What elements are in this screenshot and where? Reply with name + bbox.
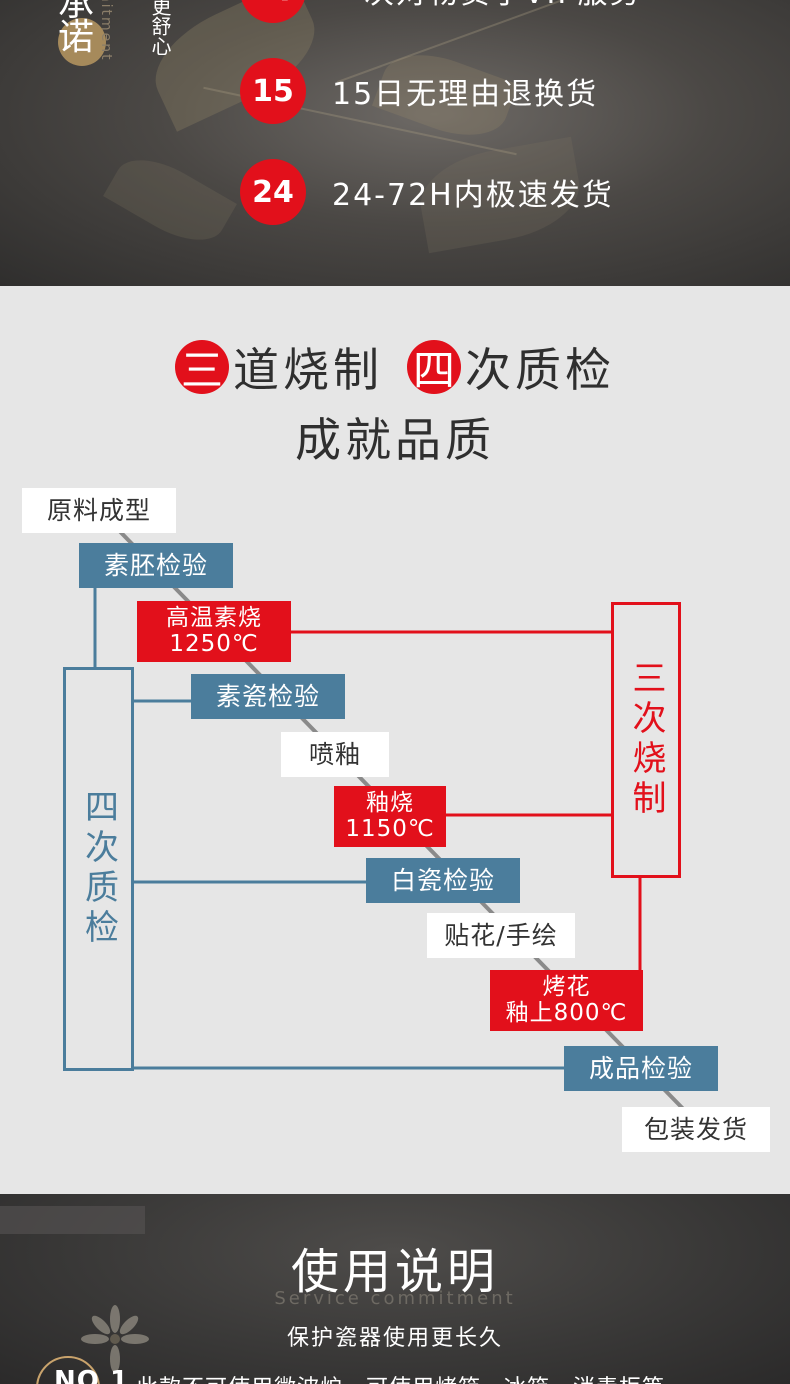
usage-en-subtitle: Service commitment [274,1288,516,1309]
decor-flower-icon [81,1305,149,1373]
decor-bar [0,1206,145,1234]
service-item-return: 15 15日无理由退换货 [240,58,598,124]
promise-vertical-text: 更舒心 [148,0,172,56]
four-inspections-label: 四次质检 [78,789,119,949]
service-badge: 15 [240,58,306,124]
service-promise-section: 承 诺 mitment 更舒心 VIP 一次对物贵子VIP服务 15 15日无理… [0,0,790,286]
service-badge: 24 [240,159,306,225]
step-porcelain-inspection: 素瓷检验 [191,674,345,719]
title-badge-three: 三 [175,340,229,395]
promise-seal [58,18,106,66]
step-glaze-spray: 喷釉 [281,732,389,777]
usage-title: 使用说明 [290,1244,499,1300]
promise-char: 诺 [58,17,95,58]
service-badge: VIP [240,0,306,23]
usage-section: 使用说明 Service commitment 保护瓷器使用更长久 NO.1 此… [0,1194,790,1384]
service-text: 24-72H内极速发货 [332,178,614,213]
step-bisque-inspection: 素胚检验 [79,543,233,588]
three-firings-frame: 三次烧制 [611,602,681,878]
title-part-firing: 道烧制 [233,343,383,397]
step-decal-painting: 贴花/手绘 [427,913,575,958]
service-item-shipping: 24 24-72H内极速发货 [240,159,614,225]
service-text: 一次对物贵子VIP服务 [332,0,641,12]
usage-number-label: NO.1 [54,1366,130,1384]
step-final-inspection: 成品检验 [564,1046,718,1091]
service-text: 15日无理由退换货 [332,77,599,112]
decor-leaf [103,144,237,256]
process-title: 三 道烧制 四 次质检 [0,334,790,400]
title-part-inspection: 次质检 [465,343,615,397]
usage-subtitle: 保护瓷器使用更长久 [286,1326,503,1351]
usage-note-text: 此款不可使用微波炉，可使用烤箱、冰箱、消毒柜等 [136,1370,665,1384]
four-inspections-frame: 四次质检 [63,667,134,1071]
process-subtitle: 成就品质 [295,413,495,467]
promise-en-text: mitment [98,0,114,62]
step-pack-ship: 包装发货 [622,1107,770,1152]
three-firings-label: 三次烧制 [626,660,666,820]
step-raw-forming: 原料成型 [22,488,176,533]
title-badge-four: 四 [407,340,461,395]
step-decor-firing: 烤花釉上800℃ [490,970,643,1031]
promise-char-top: 承 [58,0,95,24]
service-item-vip: VIP 一次对物贵子VIP服务 [240,0,641,23]
step-white-porcelain-inspection: 白瓷检验 [366,858,520,903]
